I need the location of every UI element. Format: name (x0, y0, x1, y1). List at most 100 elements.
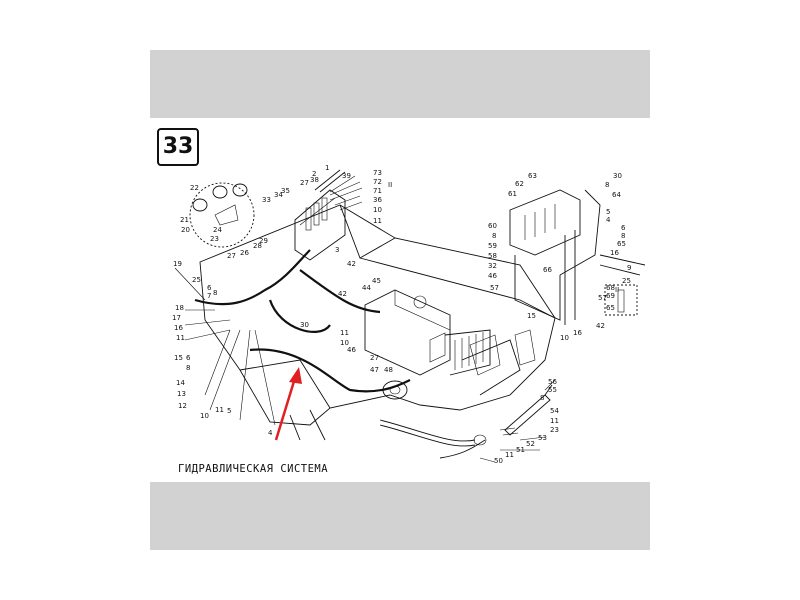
callout-4b: 4 (606, 216, 611, 224)
callout-65b: 65 (606, 304, 615, 312)
callout-5b: 5 (606, 208, 610, 216)
callout-10: 10 (200, 412, 209, 420)
distributor-block (294, 169, 346, 261)
inset-detail-left (189, 182, 255, 248)
callout-28: 28 (253, 242, 262, 250)
callout-11e: 11 (550, 417, 559, 425)
callout-30: 30 (300, 321, 309, 329)
callout-29: 29 (259, 237, 268, 245)
callout-16: 16 (174, 324, 183, 332)
callout-71: 71 (373, 187, 382, 195)
callout-11f: 11 (505, 451, 514, 459)
callout-54: 54 (550, 407, 559, 415)
callout-59: 59 (488, 242, 497, 250)
callout-36: 36 (373, 196, 382, 204)
callout-50: 50 (494, 457, 503, 465)
callout-47: 47 (370, 366, 379, 374)
callout-51: 51 (516, 446, 525, 454)
callout-35: 35 (281, 187, 290, 195)
callout-14: 14 (176, 379, 185, 387)
callout-57: 57 (490, 284, 499, 292)
callout-46: 46 (347, 346, 356, 354)
red-arrow-indicator (274, 367, 302, 441)
callout-5: 5 (227, 407, 231, 415)
callout-32: 32 (488, 262, 497, 270)
callout-27b: 27 (227, 252, 236, 260)
callout-33: 33 (262, 196, 271, 204)
callout-7: 7 (207, 292, 211, 300)
callout-73: 73 (373, 169, 382, 177)
callout-9: 9 (627, 264, 631, 272)
callout-27c: 27 (370, 354, 379, 362)
callout-42c: 42 (596, 322, 605, 330)
callout-56: 56 (548, 378, 557, 386)
callout-58: 58 (488, 252, 497, 260)
callout-15: 15 (174, 354, 183, 362)
callout-17: 17 (172, 314, 181, 322)
callout-46b: 46 (488, 272, 497, 280)
callout-60: 60 (488, 222, 497, 230)
callout-II-b: II (615, 286, 619, 294)
pump (382, 380, 408, 400)
callout-68: 68 (606, 284, 615, 292)
bottom-gray-band (150, 482, 650, 550)
callout-65: 65 (617, 240, 626, 248)
callout-8c: 8 (492, 232, 496, 240)
callout-8d: 8 (605, 181, 609, 189)
callout-25: 25 (192, 276, 201, 284)
callout-4: 4 (268, 429, 273, 437)
callout-1: 1 (325, 164, 329, 172)
hydraulic-hoses (194, 249, 486, 459)
callout-16b: 16 (610, 249, 619, 257)
diagram-caption: ГИДРАВЛИЧЕСКАЯ СИСТЕМА (178, 463, 329, 475)
callout-11b: 11 (215, 406, 224, 414)
callout-69: 69 (606, 292, 615, 300)
callout-66: 66 (543, 266, 552, 274)
callout-42: 42 (338, 290, 347, 298)
callout-6c: 6 (621, 224, 626, 232)
callout-6b: 6 (207, 284, 212, 292)
diagram-page (150, 118, 650, 482)
callout-11d: 11 (340, 329, 349, 337)
callout-8f: 8 (540, 394, 544, 402)
callout-42b: 42 (347, 260, 356, 268)
callout-II: II (388, 181, 392, 189)
callout-10b: 10 (373, 206, 382, 214)
callout-3: 3 (335, 246, 339, 254)
callout-64: 64 (612, 191, 621, 199)
callout-39: 39 (342, 172, 351, 180)
callout-8e: 8 (621, 232, 625, 240)
callout-26: 26 (240, 249, 249, 257)
callout-12: 12 (178, 402, 187, 410)
control-lever (473, 384, 553, 446)
callout-38: 38 (310, 176, 319, 184)
callout-2: 2 (312, 170, 316, 178)
callout-52: 52 (526, 440, 535, 448)
callout-61: 61 (508, 190, 517, 198)
callout-labels: 22 21 20 24 23 19 25 18 17 16 11 15 6 8 … (172, 164, 631, 465)
callout-30b: 30 (613, 172, 622, 180)
callout-25b: 25 (622, 277, 631, 285)
callout-11c: 11 (373, 217, 382, 225)
tractor-body-outline (199, 204, 556, 441)
page-number-box: 33 (157, 128, 199, 166)
callout-23b: 23 (550, 426, 559, 434)
callout-27: 27 (300, 179, 309, 187)
leader-lines (174, 175, 556, 463)
callout-18: 18 (175, 304, 184, 312)
callout-34: 34 (274, 191, 283, 199)
oil-tank (364, 289, 491, 376)
callout-45: 45 (372, 277, 381, 285)
callout-63: 63 (528, 172, 537, 180)
callout-6: 6 (186, 354, 191, 362)
callout-20: 20 (181, 226, 190, 234)
callout-57b: 57 (598, 294, 607, 302)
callout-21: 21 (180, 216, 189, 224)
callout-72: 72 (373, 178, 382, 186)
callout-62: 62 (515, 180, 524, 188)
callout-44: 44 (362, 284, 371, 292)
callout-22: 22 (190, 184, 199, 192)
callout-13: 13 (177, 390, 186, 398)
callout-8b: 8 (213, 289, 217, 297)
